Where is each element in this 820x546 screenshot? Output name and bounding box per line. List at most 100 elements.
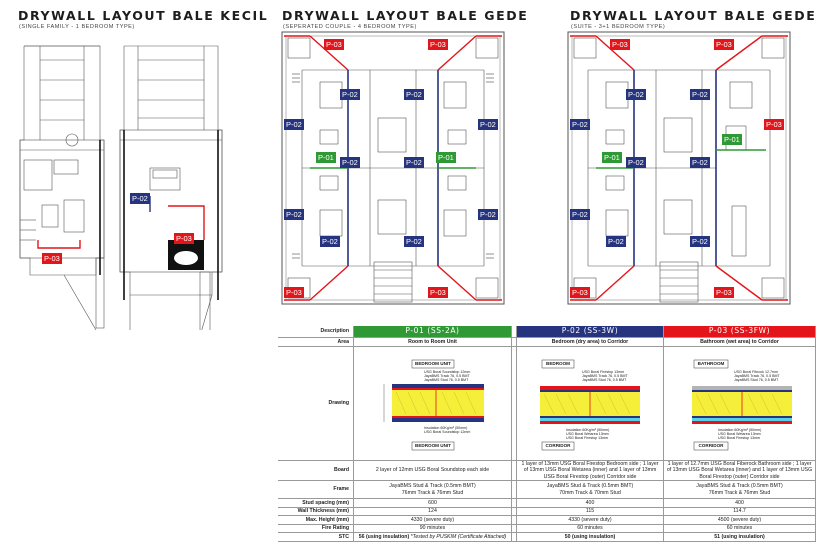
fire-rating-p02: 60 minutes <box>516 524 664 532</box>
frame-p03-line2: 76mm Track & 76mm Stud <box>708 489 771 496</box>
stc-p01-note: *Tested by PUSKIM (Certificate Attached) <box>410 533 507 540</box>
subtitle-bale-kecil: (SINGLE FAMILY - 1 BEDROOM TYPE) <box>19 24 135 30</box>
floor-plan-gede-couple-drawing <box>281 31 505 305</box>
floor-plan-bale-kecil: P-02 P-03 P-03 <box>0 0 270 330</box>
tag-p03-suite-5: P-03 <box>764 119 784 130</box>
tag-p03-couple-3: P-03 <box>284 287 304 298</box>
tag-p02-couple-2: P-02 <box>340 89 360 100</box>
p02-notes-bottom: Insulation 60Kg/m³ (50mm) USG Boral Weta… <box>566 428 609 441</box>
frame-p02-line1: JayaBMS Stud & Track (0.5mm BMT) <box>546 483 634 490</box>
section-p03: BATHROOM CORRIDOR USG Boral Fibrock 12.7… <box>678 356 806 456</box>
frame-p01: JayaBMS Stud & Track (0.5mm BMT) 76mm Tr… <box>354 481 512 498</box>
p01-note4: Insulation 60Kg/m³ (50mm) <box>424 426 468 430</box>
p03-unit-top: BATHROOM <box>697 361 725 366</box>
tag-p02-suite-4: P-02 <box>570 209 590 220</box>
table-row-max-height: Max. Height (mm) 4330 (severe duty) 4330… <box>278 516 816 525</box>
p03-note6: USG Boral Firestop 13mm <box>718 436 761 441</box>
subtitle-bale-gede-2: (SUITE - 3+1 BEDROOM TYPE) <box>571 24 666 30</box>
p02-note2: JayaBMS Track 76, 0.5 BMT <box>582 374 628 379</box>
wall-thickness-p03: 114.7 <box>664 507 816 515</box>
table-row-fire-rating: Fire Rating 90 minutes 60 minutes 60 min… <box>278 524 816 533</box>
label-wall-thickness: Wall Thickness (mm) <box>278 507 354 515</box>
area-p03: Bathroom (wet area) to Corridor <box>664 338 816 346</box>
tag-p01-couple-2: P-01 <box>436 152 456 163</box>
section-p03-svg <box>692 359 792 451</box>
subtitle-bale-gede-1: (SEPERATED COUPLE - 4 BEDROOM TYPE) <box>283 24 417 30</box>
p02-note3: JayaBMS Stud 76, 0.5 BMT <box>582 378 627 383</box>
table-row-description: Description P-01 (SS-2A) P-02 (SS-3W) P-… <box>278 326 816 338</box>
p03-notes-bottom: Insulation 60Kg/m³ (50mm) USG Boral Weta… <box>718 428 761 441</box>
stc-p03: 51 (using insulation) <box>664 533 816 541</box>
tag-p03-couple-1: P-03 <box>324 39 344 50</box>
p02-unit-top: BEDROOM <box>546 361 570 366</box>
tag-p02-suite-8: P-02 <box>690 236 710 247</box>
tag-p01-suite-2: P-01 <box>722 134 742 145</box>
tag-p02-couple-1: P-02 <box>284 119 304 130</box>
table-row-frame: Frame JayaBMS Stud & Track (0.5mm BMT) 7… <box>278 481 816 499</box>
max-height-p01: 4330 (severe duty) <box>354 516 512 524</box>
board-p02: 1 layer of 13mm USG Boral Firestop Bedro… <box>516 461 664 480</box>
max-height-p02: 4330 (severe duty) <box>516 516 664 524</box>
p01-note5: USG Boral Soundstop 12mm <box>424 430 471 435</box>
frame-p01-line2: 76mm Track & 76mm Stud <box>401 489 464 496</box>
p01-note3: JayaBMS Stud 76, 0.5 BMT <box>424 378 469 383</box>
p01-notes-bottom: Insulation 60Kg/m³ (50mm) USG Boral Soun… <box>424 426 470 434</box>
table-row-area: Area Room to Room Unit Bedroom (dry area… <box>278 338 816 347</box>
table-row-board: Board 2 layer of 12mm USG Boral Soundsto… <box>278 461 816 481</box>
drawing-p03 <box>664 347 816 460</box>
stc-p02: 50 (using insulation) <box>516 533 664 541</box>
tag-p02-kecil: P-02 <box>130 193 150 204</box>
floor-plan-bale-gede-couple: P-03 P-03 P-03 P-03 P-02 P-02 P-02 P-02 … <box>280 30 506 306</box>
floor-plan-kecil-drawing <box>19 45 223 330</box>
fire-rating-p01: 90 minutes <box>354 524 512 532</box>
stud-spacing-p01: 600 <box>354 499 512 507</box>
p01-notes-top: USG Boral Soundstop 12mm JayaBMS Track 7… <box>424 370 470 383</box>
header-p03: P-03 (SS-3FW) <box>664 326 816 337</box>
tag-p01-couple-1: P-01 <box>316 152 336 163</box>
tag-p02-suite-2: P-02 <box>626 89 646 100</box>
tag-p03-kecil-1: P-03 <box>42 253 62 264</box>
wall-thickness-p02: 115 <box>516 507 664 515</box>
p02-note4: Insulation 60Kg/m³ (50mm) <box>566 428 610 432</box>
label-fire-rating: Fire Rating <box>278 524 354 532</box>
tag-p02-suite-5: P-02 <box>626 157 646 168</box>
area-p02: Bedroom (dry area) to Corridor <box>516 338 664 346</box>
p01-unit-bottom: BEDROOM UNIT <box>415 443 451 448</box>
title-bale-gede-1: DRYWALL LAYOUT BALE GEDE <box>282 8 529 23</box>
frame-p02-line2: 70mm Track & 70mm Stud <box>559 489 621 496</box>
stc-p01: 56 (using insulation) *Tested by PUSKIM … <box>354 533 512 541</box>
label-description: Description <box>278 326 354 337</box>
tag-p03-couple-4: P-03 <box>428 287 448 298</box>
wall-thickness-p01: 124 <box>354 507 512 515</box>
stud-spacing-p02: 400 <box>516 499 664 507</box>
section-p02: BEDROOM CORRIDOR USG Boral Firestop 13mm… <box>526 356 654 456</box>
tag-p02-couple-3: P-02 <box>404 89 424 100</box>
stud-spacing-p03: 400 <box>664 499 816 507</box>
area-p01: Room to Room Unit <box>354 338 512 346</box>
section-p01-svg <box>383 359 484 451</box>
floor-plan-bale-gede-suite: P-03 P-03 P-03 P-03 P-03 P-02 P-02 P-02 … <box>566 30 792 306</box>
table-row-stud-spacing: Stud spacing (mm) 600 400 400 <box>278 499 816 508</box>
drawing-p01 <box>354 347 512 460</box>
tag-p02-suite-3: P-02 <box>690 89 710 100</box>
label-stud-spacing: Stud spacing (mm) <box>278 499 354 507</box>
p03-note2: JayaBMS Track 76, 0.5 BMT <box>734 374 780 379</box>
tag-p02-couple-4: P-02 <box>478 119 498 130</box>
tag-p03-suite-2: P-03 <box>714 39 734 50</box>
board-p03: 1 layer of 12.7mm USG Boral Fiberock Bat… <box>664 461 816 480</box>
label-max-height: Max. Height (mm) <box>278 516 354 524</box>
tag-p03-suite-3: P-03 <box>570 287 590 298</box>
p01-note2: JayaBMS Track 76, 0.5 BMT <box>424 374 470 379</box>
tag-p02-couple-6: P-02 <box>340 157 360 168</box>
p03-note5: USG Boral Wetarea 13mm <box>718 432 761 437</box>
p02-unit-bottom: CORRIDOR <box>545 443 571 448</box>
frame-p03-line1: JayaBMS Stud & Track (0.5mm BMT) <box>696 483 783 490</box>
tag-p02-couple-9: P-02 <box>320 236 340 247</box>
frame-p03: JayaBMS Stud & Track (0.5mm BMT) 76mm Tr… <box>664 481 816 498</box>
p03-notes-top: USG Boral Fibrock 12.7mm JayaBMS Track 7… <box>734 370 780 383</box>
fire-rating-p03: 60 minutes <box>664 524 816 532</box>
tag-p02-couple-10: P-02 <box>404 236 424 247</box>
tag-p02-suite-7: P-02 <box>606 236 626 247</box>
frame-p02: JayaBMS Stud & Track (0.5mm BMT) 70mm Tr… <box>516 481 664 498</box>
title-bale-gede-2: DRYWALL LAYOUT BALE GEDE <box>570 8 817 23</box>
